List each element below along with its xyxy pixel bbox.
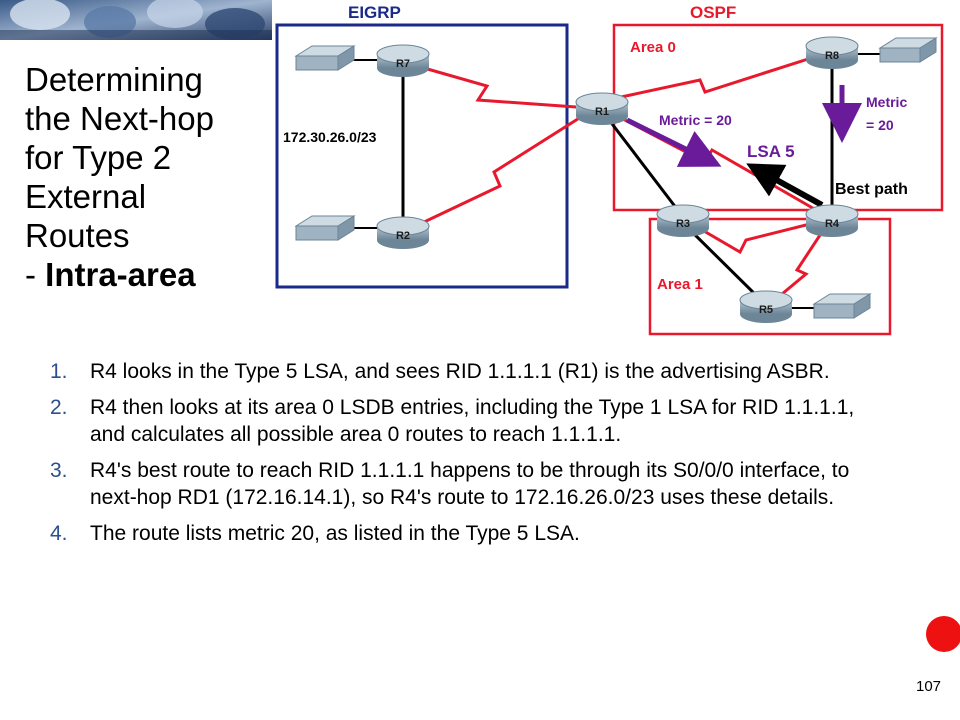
step-number: 2. <box>50 396 68 419</box>
router-r4[interactable]: R4 <box>805 204 859 237</box>
router-label: R5 <box>759 304 773 316</box>
title-prefix: - <box>25 256 46 293</box>
metric-right-label-line2: = 20 <box>866 117 894 133</box>
switch-icon <box>812 293 872 319</box>
eigrp-domain-box <box>275 23 569 289</box>
switch-icon <box>294 215 356 241</box>
step-item: 4. The route lists metric 20, as listed … <box>50 520 880 547</box>
title-line: Routes <box>25 217 130 254</box>
router-label: R2 <box>396 230 410 242</box>
best-path-label: Best path <box>835 181 908 198</box>
step-number: 4. <box>50 522 68 545</box>
red-dot-marker <box>926 616 960 652</box>
corner-photo <box>0 0 272 40</box>
title-line: the Next-hop <box>25 100 214 137</box>
metric-arrow-left <box>625 117 722 167</box>
title-emphasis: Intra-area <box>45 256 196 293</box>
step-item: 3. R4's best route to reach RID 1.1.1.1 … <box>50 457 880 511</box>
best-path-arrow <box>746 163 824 208</box>
router-label: R1 <box>595 106 609 118</box>
network-label: 172.30.26.0/23 <box>283 129 377 145</box>
switch-icon <box>878 37 938 63</box>
router-r7[interactable]: R7 <box>376 44 430 77</box>
router-label: R7 <box>396 58 410 70</box>
page-number: 107 <box>916 678 942 695</box>
ospf-label: OSPF <box>690 3 736 22</box>
title-subtitle-line: - Intra-area <box>25 255 255 294</box>
step-number: 3. <box>50 459 68 482</box>
router-r1[interactable]: R1 <box>575 92 629 125</box>
link-r3-r5 <box>684 224 766 305</box>
link-r1-r3 <box>601 111 682 214</box>
network-diagram: EIGRP OSPF Area 0 Area 1 172.30.26.0/23 … <box>275 3 944 336</box>
area1-label: Area 1 <box>657 276 703 293</box>
metric-left-label: Metric = 20 <box>659 112 732 128</box>
link-r1-r8 <box>597 50 831 104</box>
lsa-label: LSA 5 <box>747 142 795 161</box>
router-r5[interactable]: R5 <box>739 290 793 323</box>
metric-right-label-line1: Metric <box>866 94 907 110</box>
step-text: R4's best route to reach RID 1.1.1.1 hap… <box>90 459 850 509</box>
router-r2[interactable]: R2 <box>376 216 430 249</box>
step-number: 1. <box>50 360 68 383</box>
title-line: for Type 2 <box>25 139 172 176</box>
link-r4-r5 <box>769 225 828 306</box>
step-item: 2. R4 then looks at its area 0 LSDB entr… <box>50 394 880 448</box>
router-r3[interactable]: R3 <box>656 204 710 237</box>
link-r7-r1 <box>402 60 591 110</box>
router-label: R3 <box>676 218 690 230</box>
link-r2-r1 <box>402 108 593 234</box>
title-line: External <box>25 178 147 215</box>
ospf-area1-box <box>648 217 892 336</box>
switch-icon <box>294 45 356 71</box>
step-text: R4 looks in the Type 5 LSA, and sees RID… <box>90 360 830 383</box>
link-r3-r4 <box>684 218 827 255</box>
step-text: R4 then looks at its area 0 LSDB entries… <box>90 396 855 446</box>
title-line: Determining <box>25 61 203 98</box>
steps-list: 1. R4 looks in the Type 5 LSA, and sees … <box>50 358 880 556</box>
eigrp-label: EIGRP <box>348 3 401 22</box>
step-text: The route lists metric 20, as listed in … <box>90 522 580 545</box>
step-item: 1. R4 looks in the Type 5 LSA, and sees … <box>50 358 880 385</box>
area0-label: Area 0 <box>630 39 676 56</box>
slide-title: Determining the Next-hop for Type 2 Exte… <box>25 60 255 294</box>
router-label: R8 <box>825 50 839 62</box>
router-r8[interactable]: R8 <box>805 36 859 69</box>
router-label: R4 <box>825 218 840 230</box>
